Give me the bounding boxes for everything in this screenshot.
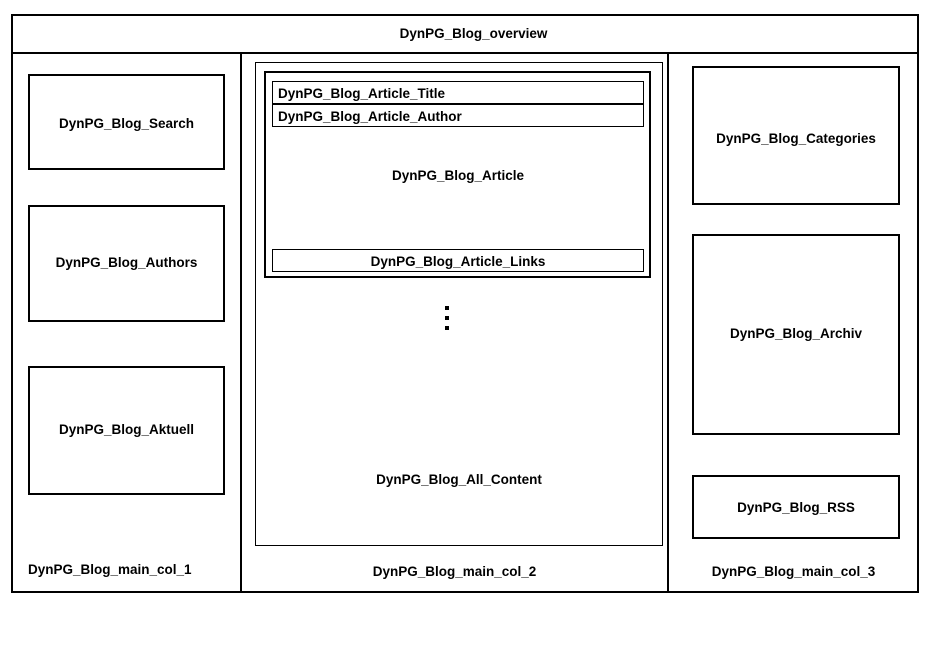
column-divider-1 [240,54,242,593]
vertical-ellipsis-icon [445,306,449,330]
block-archiv-label: DynPG_Blog_Archiv [729,326,863,341]
block-search[interactable] [28,74,225,170]
column-divider-2 [667,54,669,593]
block-search-label: DynPG_Blog_Search [58,116,195,131]
column-2-label: DynPG_Blog_main_col_2 [372,564,537,579]
block-archiv[interactable] [692,234,900,435]
block-categories[interactable] [692,66,900,205]
row-article-author-label: DynPG_Blog_Article_Author [278,109,462,124]
col2-all-content-label: DynPG_Blog_All_Content [376,472,542,487]
block-categories-label: DynPG_Blog_Categories [716,131,876,146]
row-article-title[interactable] [272,81,644,104]
column-3-label: DynPG_Blog_main_col_3 [711,564,876,579]
header-divider [11,52,919,54]
block-aktuell-label: DynPG_Blog_Aktuell [58,422,195,437]
block-authors[interactable] [28,205,225,322]
page-title: DynPG_Blog_overview [399,26,548,41]
block-authors-label: DynPG_Blog_Authors [55,255,198,270]
block-aktuell[interactable] [28,366,225,495]
row-article-title-label: DynPG_Blog_Article_Title [278,86,446,101]
block-rss[interactable] [692,475,900,539]
block-article-body-label: DynPG_Blog_Article [391,168,525,183]
column-1-label: DynPG_Blog_main_col_1 [28,562,192,577]
row-article-links[interactable] [272,249,644,272]
row-article-author[interactable] [272,104,644,127]
row-article-links-label: DynPG_Blog_Article_Links [370,254,546,269]
block-rss-label: DynPG_Blog_RSS [737,500,855,515]
